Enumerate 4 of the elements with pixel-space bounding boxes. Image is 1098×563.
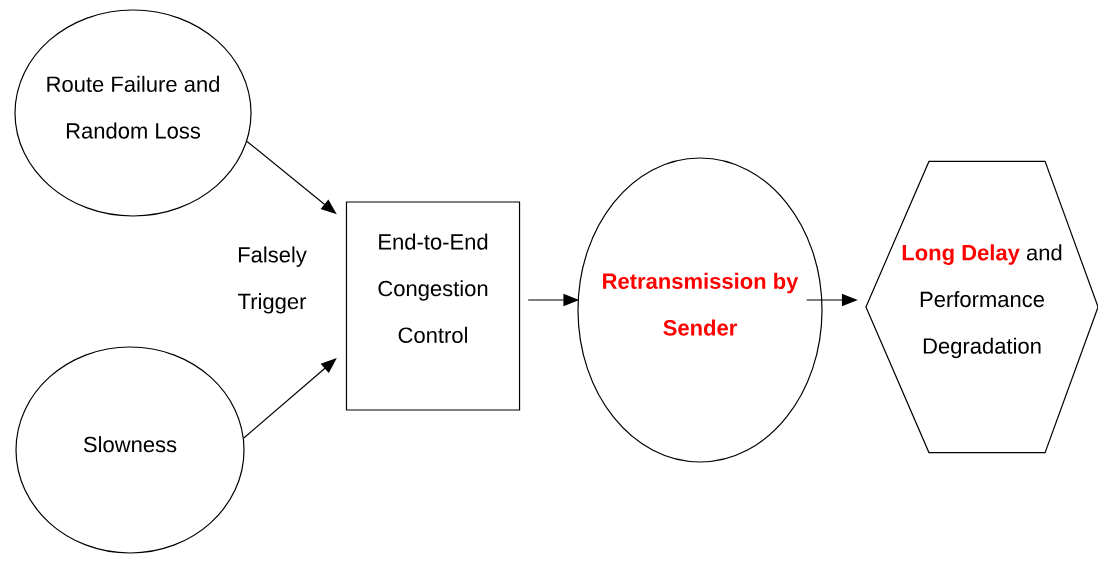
process-box: End-to-End Congestion Control xyxy=(345,201,521,411)
outcome-hexagon: Long Delay and Performance Degradation xyxy=(865,160,1098,454)
arrow xyxy=(243,358,337,439)
annotation-text: Falsely Trigger xyxy=(238,246,307,314)
